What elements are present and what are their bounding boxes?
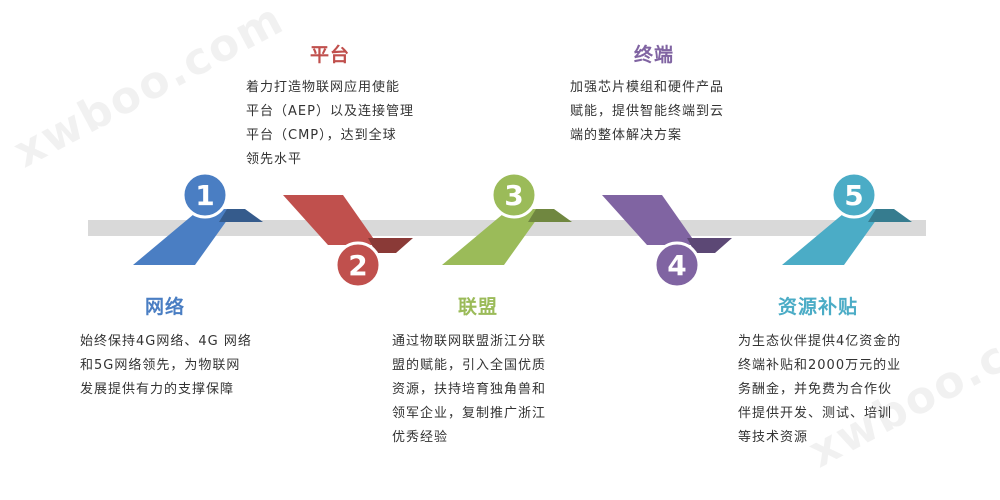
ribbon-alliance bbox=[442, 209, 544, 265]
ribbon-fold-alliance bbox=[528, 209, 572, 222]
step-circle-terminal bbox=[653, 241, 701, 289]
step-title-platform: 平台 bbox=[309, 44, 350, 66]
step-desc-alliance: 通过物联网联盟浙江分联 盟的赋能，引入全国优质 资源，扶持培育独角兽和 领军企业… bbox=[392, 334, 547, 445]
step-number-terminal: 4 bbox=[667, 249, 686, 282]
step-circle-network bbox=[181, 171, 229, 219]
ribbon-terminal bbox=[602, 195, 697, 245]
step-number-subsidy: 5 bbox=[844, 179, 863, 212]
ribbon-fold-platform bbox=[368, 238, 413, 253]
step-number-network: 1 bbox=[195, 179, 214, 212]
step-desc-subsidy: 为生态伙伴提供4亿资金的 终端补贴和2000万元的业 务酬金，并免费为合作伙 伴… bbox=[738, 334, 902, 445]
step-title-alliance: 联盟 bbox=[457, 296, 498, 318]
step-desc-platform: 着力打造物联网应用使能 平台（AEP）以及连接管理 平台（CMP），达到全球 领… bbox=[246, 80, 414, 167]
step-circle-alliance bbox=[490, 171, 538, 219]
ribbon-fold-network bbox=[219, 209, 263, 222]
ribbon-platform bbox=[283, 195, 378, 245]
step-desc-network: 始终保持4G网络、4G 网络 和5G网络领先，为物联网 发展提供有力的支撑保障 bbox=[80, 334, 252, 397]
step-title-terminal: 终端 bbox=[633, 44, 674, 66]
ribbon-network bbox=[133, 209, 235, 265]
step-desc-terminal: 加强芯片模组和硬件产品 赋能，提供智能终端到云 端的整体解决方案 bbox=[570, 80, 725, 143]
step-circle-subsidy bbox=[830, 171, 878, 219]
step-title-subsidy: 资源补贴 bbox=[777, 296, 858, 318]
step-number-alliance: 3 bbox=[504, 179, 523, 212]
ribbon-fold-subsidy bbox=[868, 209, 912, 222]
ribbon-subsidy bbox=[782, 209, 884, 265]
step-title-network: 网络 bbox=[144, 296, 185, 318]
step-circle-platform bbox=[334, 241, 382, 289]
step-number-platform: 2 bbox=[348, 249, 367, 282]
ribbon-fold-terminal bbox=[687, 238, 732, 253]
